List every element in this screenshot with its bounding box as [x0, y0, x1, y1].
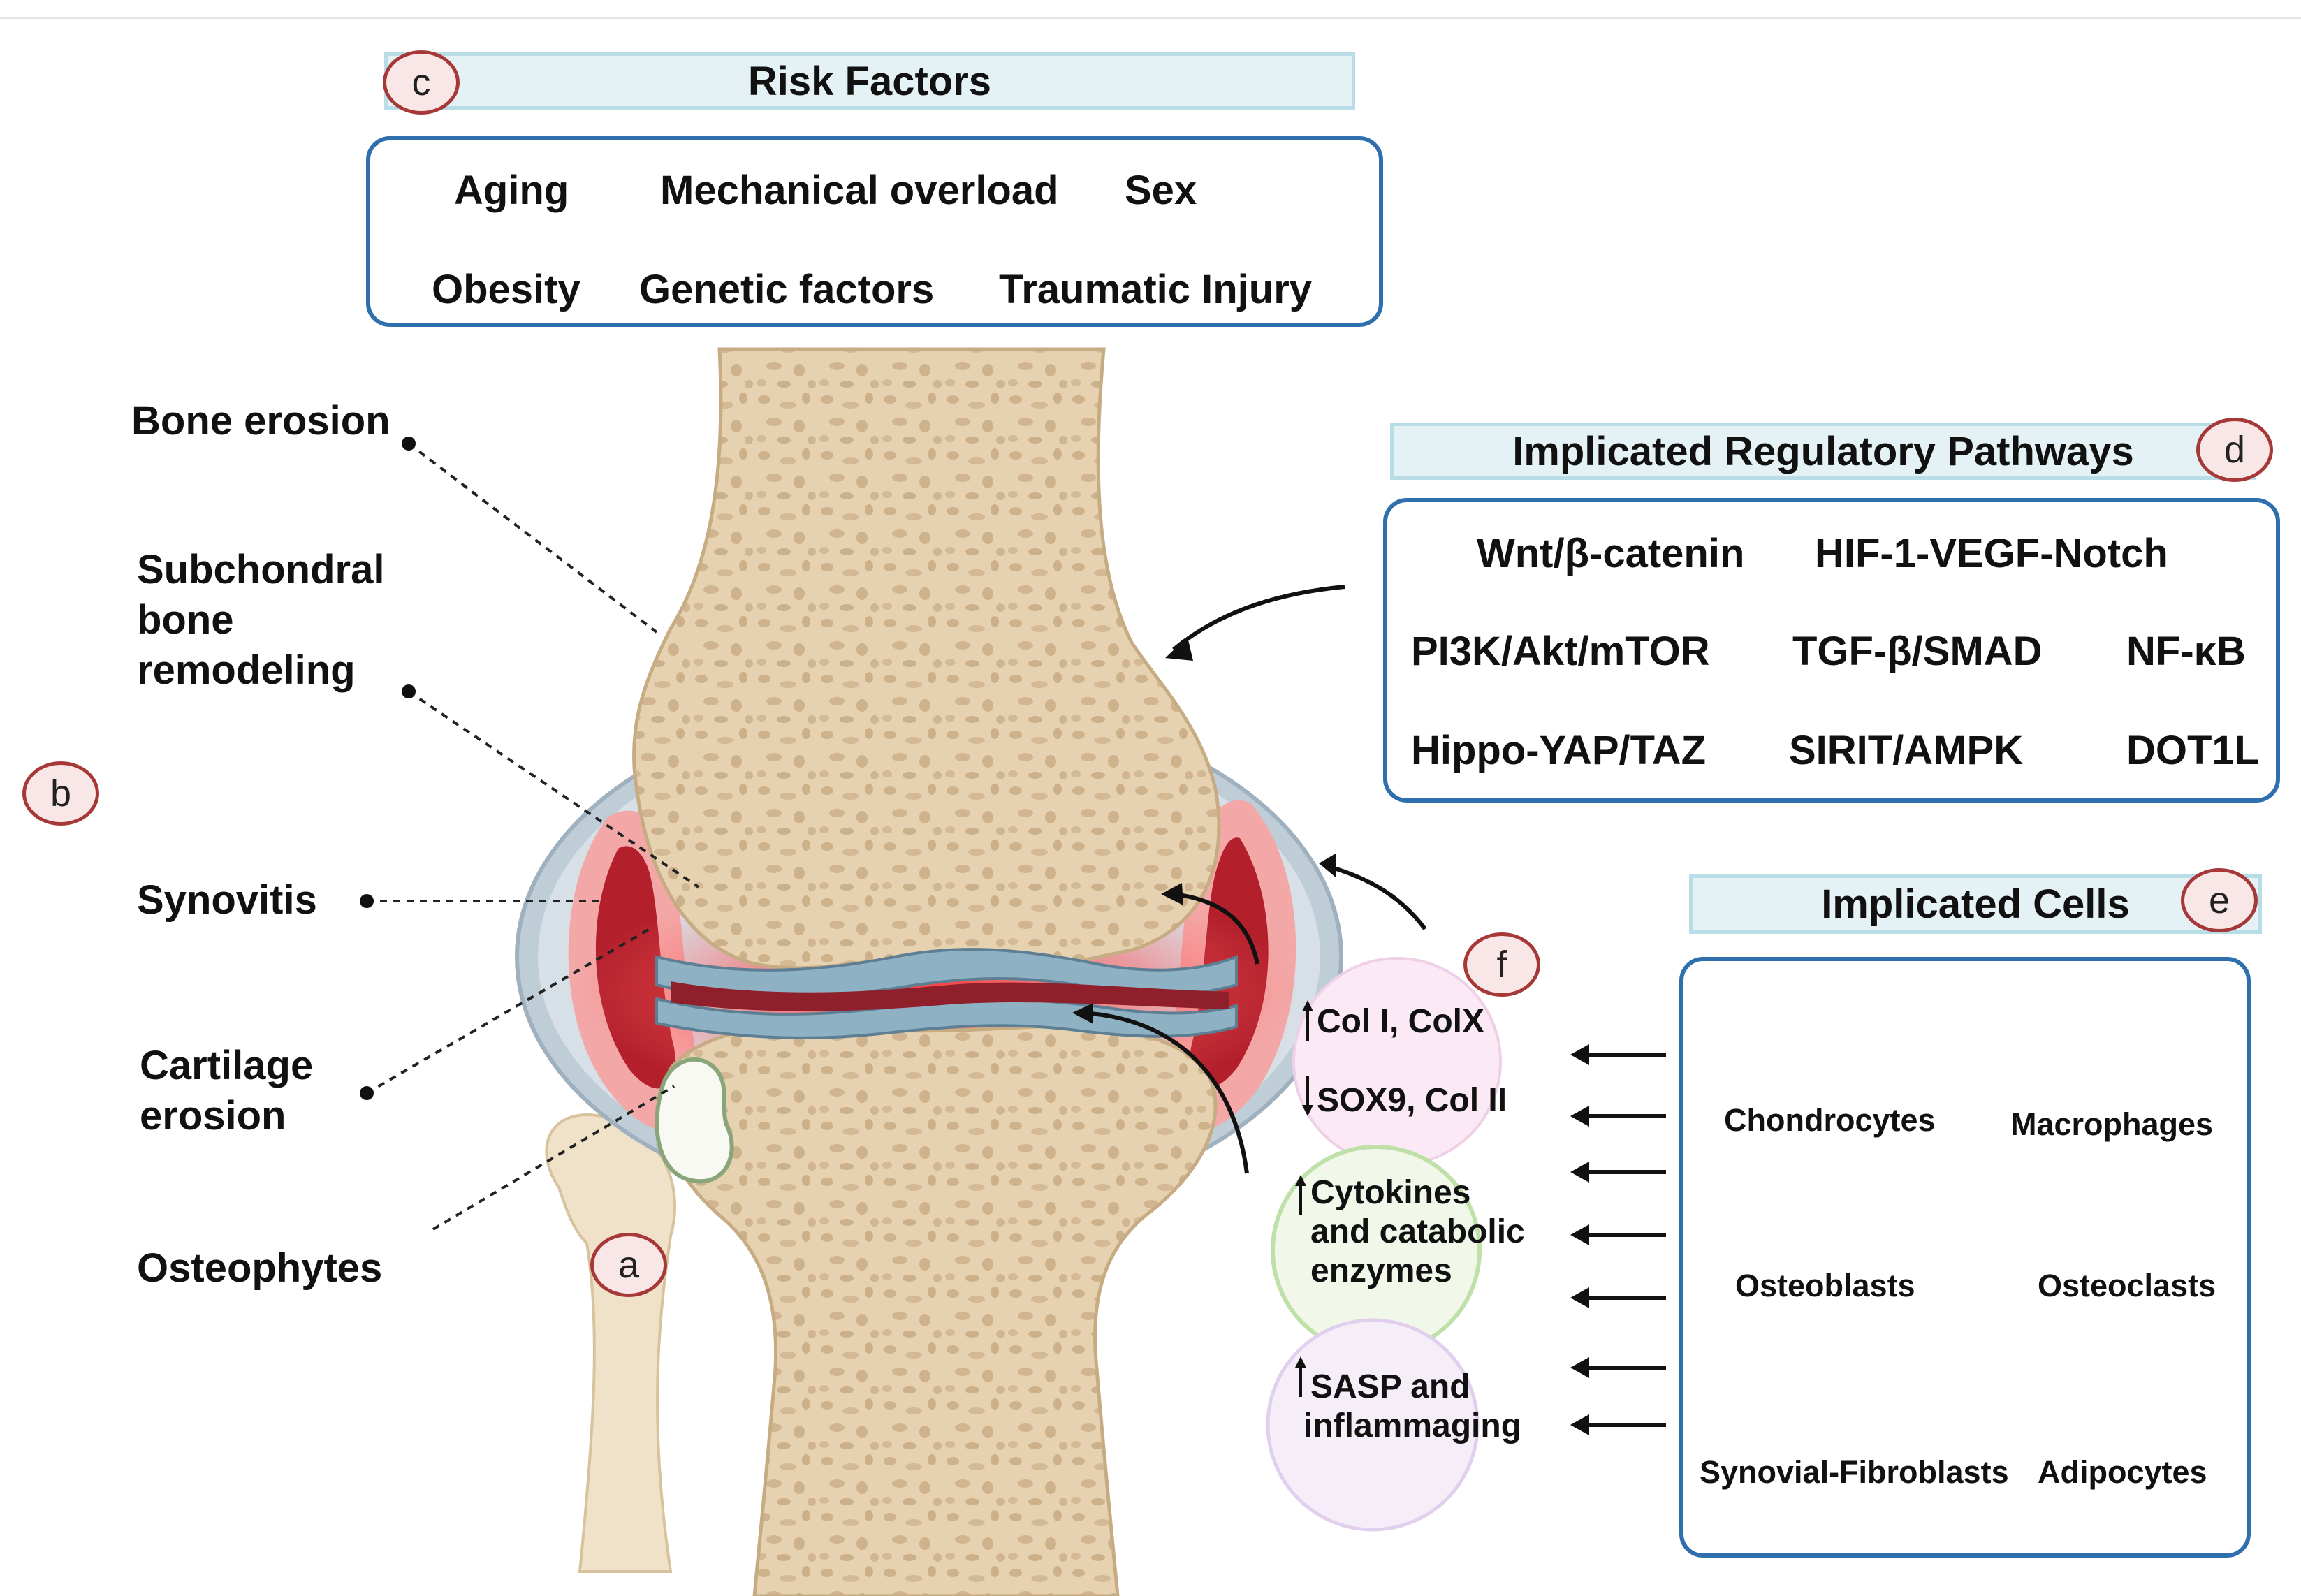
pathway-pi3k-akt-mtor: PI3K/Akt/mTOR	[1411, 629, 1710, 674]
badge-a-text: a	[618, 1244, 640, 1286]
badge-a: a	[590, 1233, 667, 1297]
change-sasp-line1: SASP and	[1310, 1368, 1470, 1405]
pathway-wnt: Wnt/β-catenin	[1477, 531, 1745, 576]
pathway-nfkb: NF-κB	[2126, 629, 2246, 674]
cells-header: Implicated Cells	[1689, 874, 2262, 934]
pathways-panel: Wnt/β-catenin HIF-1-VEGF-Notch PI3K/Akt/…	[1383, 498, 2280, 803]
risk-factors-header: Risk Factors	[384, 52, 1355, 110]
badge-f: f	[1463, 932, 1540, 997]
label-synovitis: Synovitis	[137, 877, 317, 923]
pathways-title: Implicated Regulatory Pathways	[1512, 428, 2134, 474]
cells-title: Implicated Cells	[1821, 881, 2130, 927]
bubble-collagen	[1292, 957, 1502, 1166]
badge-b-text: b	[50, 773, 72, 814]
pathway-dot1l: DOT1L	[2126, 728, 2260, 773]
cell-label-macrophages: Macrophages	[2010, 1106, 2214, 1142]
leader-dots	[360, 437, 416, 1100]
risk-item-genetic-factors: Genetic factors	[639, 267, 935, 312]
change-col-up: Col I, ColX	[1317, 1003, 1484, 1040]
risk-item-aging: Aging	[454, 168, 569, 213]
leader-lines	[365, 442, 700, 1231]
risk-item-obesity: Obesity	[432, 267, 580, 312]
cell-label-synovial-fibroblasts: Synovial-Fibroblasts	[1700, 1454, 2009, 1490]
bubble-sasp	[1266, 1318, 1480, 1532]
change-direction-arrows	[1299, 1006, 1309, 1397]
pointer-arrows	[1082, 585, 1427, 1174]
change-sox9-down: SOX9, Col II	[1317, 1082, 1507, 1119]
change-cytokines-line1: Cytokines	[1310, 1174, 1471, 1211]
label-subchondral-bone-remodeling: Subchondral bone remodeling	[137, 547, 385, 693]
risk-factors-title: Risk Factors	[747, 58, 992, 104]
fibula	[545, 1113, 676, 1573]
pathway-sirit-ampk: SIRIT/AMPK	[1789, 728, 2024, 773]
change-sasp-line2: inflammaging	[1303, 1407, 1522, 1444]
osteophyte-cyst	[655, 1057, 734, 1184]
label-cartilage-erosion: Cartilage erosion	[140, 1043, 314, 1139]
badge-e-text: e	[2208, 879, 2230, 921]
cell-label-adipocytes: Adipocytes	[2038, 1454, 2207, 1490]
label-bone-erosion: Bone erosion	[131, 398, 390, 444]
pathway-hippo-yap-taz: Hippo-YAP/TAZ	[1411, 728, 1707, 773]
badge-b: b	[22, 761, 99, 826]
pointer-arrowheads	[1072, 637, 1336, 1024]
cell-to-change-arrows	[1586, 1053, 1666, 1427]
pathway-hif1-vegf-notch: HIF-1-VEGF-Notch	[1815, 531, 2168, 576]
badge-c-text: c	[411, 61, 431, 103]
change-cytokines-line2: and catabolic	[1310, 1213, 1525, 1250]
badge-d-text: d	[2223, 429, 2246, 471]
risk-item-mechanical-overload: Mechanical overload	[660, 168, 1059, 213]
change-cytokines-line3: enzymes	[1310, 1252, 1452, 1289]
femur	[631, 347, 1221, 972]
cell-label-osteoblasts: Osteoblasts	[1735, 1268, 1915, 1303]
pathways-header: Implicated Regulatory Pathways	[1390, 423, 2256, 480]
risk-item-sex: Sex	[1125, 168, 1197, 213]
risk-factors-panel: Aging Mechanical overload Sex Obesity Ge…	[366, 136, 1383, 327]
cell-label-chondrocytes: Chondrocytes	[1724, 1102, 1936, 1138]
badge-d: d	[2196, 418, 2273, 482]
cells-panel	[1679, 957, 2251, 1558]
cell-label-osteoclasts: Osteoclasts	[2038, 1268, 2216, 1303]
badge-c: c	[383, 50, 460, 115]
risk-item-traumatic-injury: Traumatic Injury	[999, 267, 1313, 312]
top-divider	[0, 17, 2301, 19]
badge-e: e	[2181, 868, 2258, 932]
pathway-tgfb-smad: TGF-β/SMAD	[1792, 629, 2043, 674]
badge-f-text: f	[1496, 944, 1507, 986]
label-osteophytes: Osteophytes	[137, 1245, 383, 1291]
tibia	[660, 1023, 1218, 1596]
